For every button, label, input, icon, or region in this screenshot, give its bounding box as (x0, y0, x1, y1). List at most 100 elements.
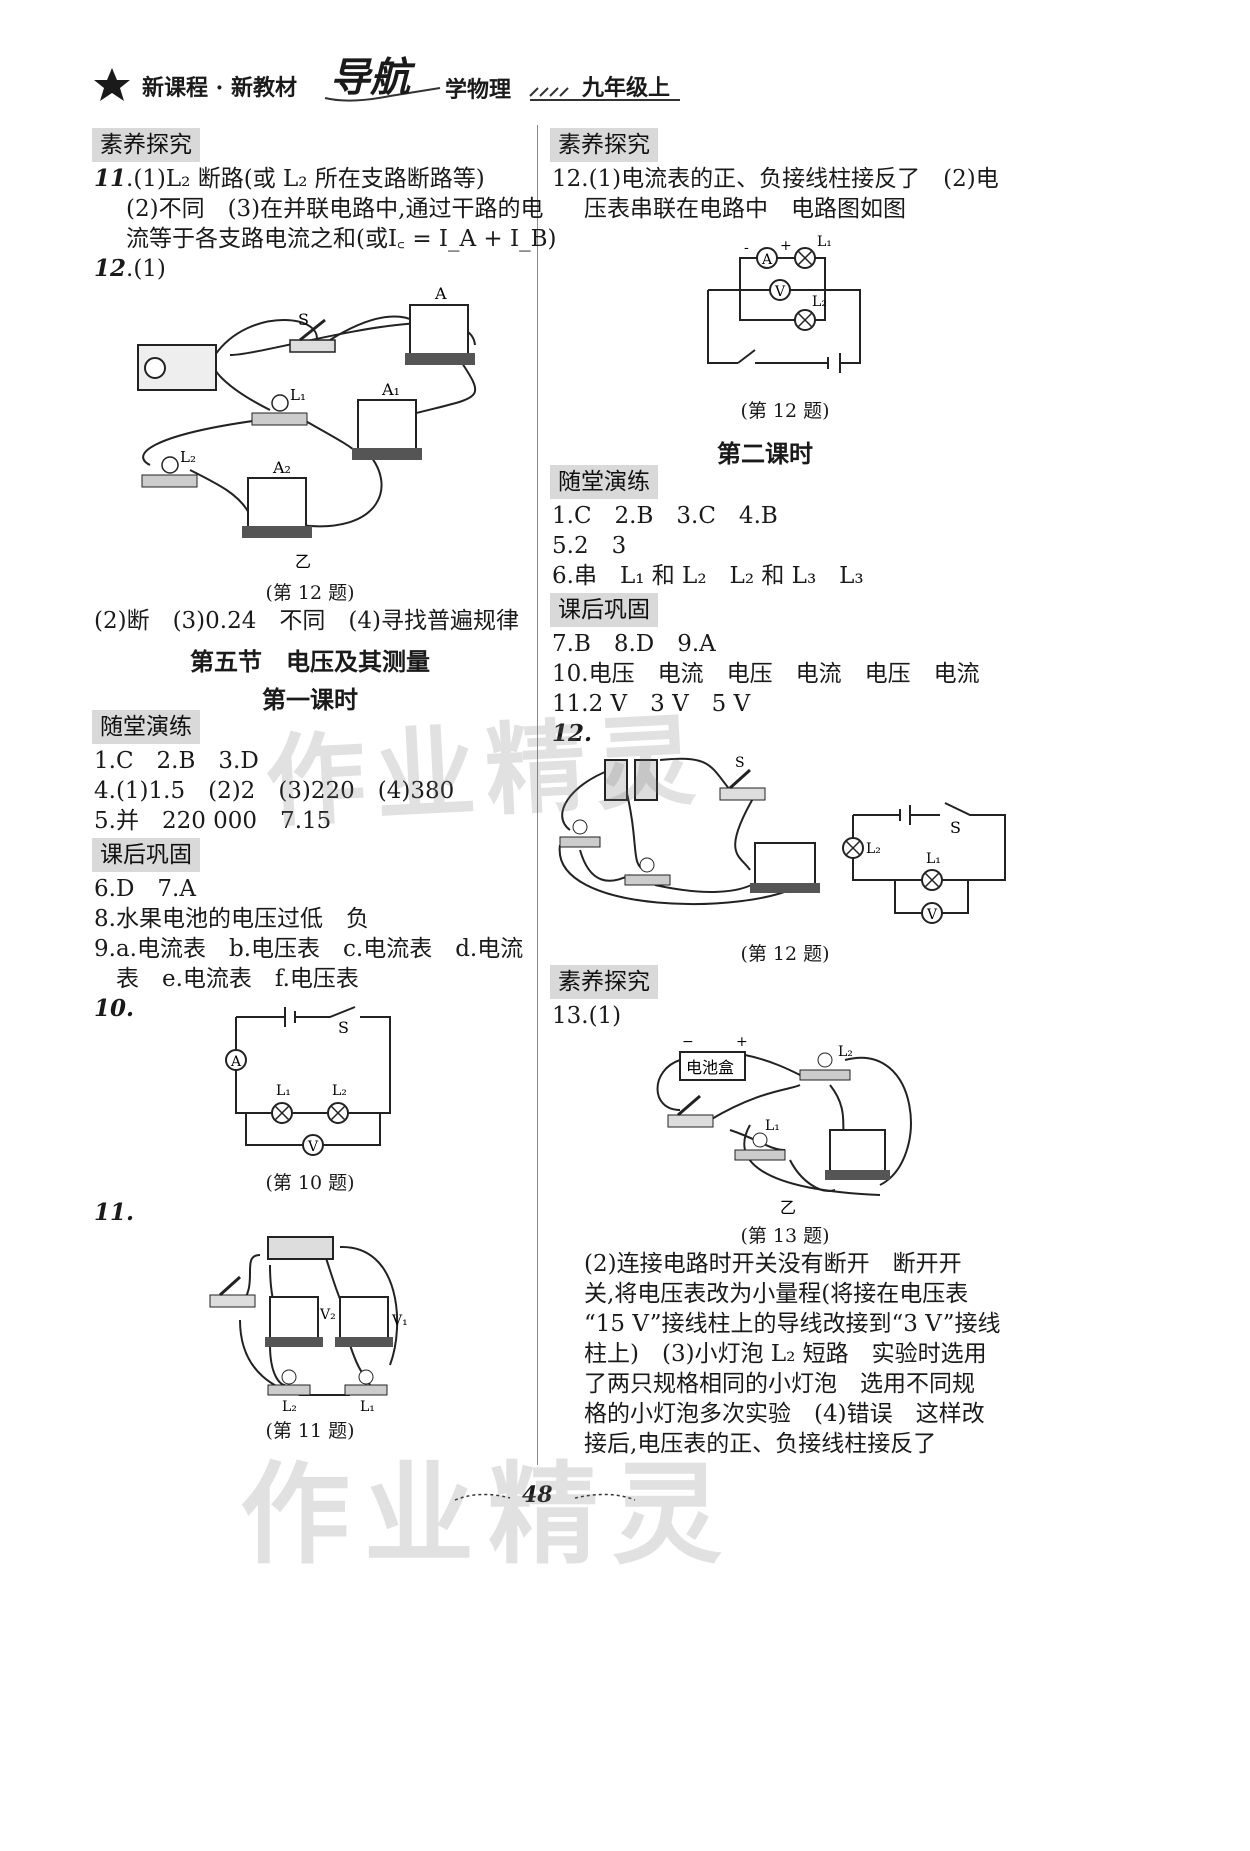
svg-text:L₂: L₂ (812, 294, 827, 310)
answer-13-line5: 了两只规格相同的小灯泡 选用不同规 (584, 1371, 975, 1397)
voltmeter (754, 842, 816, 886)
answer-8: 8.水果电池的电压过低 负 (94, 906, 369, 932)
section-label-suyang: 素养探究 (92, 128, 200, 162)
section-label-suitang: 随堂演练 (92, 710, 200, 744)
svg-text:电池盒: 电池盒 (686, 1058, 734, 1077)
header-logo: 导航 (330, 54, 410, 101)
header-grade: 九年级上 (582, 75, 671, 101)
lamp-L2 (267, 1384, 311, 1396)
svg-text:L₁: L₁ (360, 1399, 375, 1415)
voltmeter-V2 (269, 1296, 319, 1340)
svg-text:乙: 乙 (780, 1198, 796, 1217)
ammeter-A1 (357, 399, 417, 451)
answer-11-line1: 11.(1)L₂ 断路(或 L₂ 所在支路断路等) (94, 165, 485, 192)
answer-10: 10. (94, 995, 135, 1022)
page-number-decoration (454, 1493, 636, 1501)
svg-text:L₁: L₁ (926, 851, 941, 867)
answer-11-line3: 流等于各支路电流之和(或I꜀ = I_A + I_B) (126, 226, 557, 252)
figure-12-circuit-photo: S A L₁ A₁ L₂ A₂ 乙 (137, 285, 477, 571)
header-series: 新课程 · 新教材 (142, 75, 297, 101)
switch (209, 1294, 256, 1308)
battery-holder (267, 1236, 334, 1260)
figure-11-caption: (第 11 题) (265, 1420, 355, 1442)
lamp-L1 (251, 412, 308, 426)
svg-text:V₂: V₂ (319, 1307, 336, 1323)
answer-13-line3: “15 V”接线柱上的导线改接到“3 V”接线 (584, 1311, 1001, 1337)
answer-4: 4.(1)1.5 (2)2 (3)220 (4)380 (94, 778, 455, 804)
switch (289, 339, 336, 353)
answer-13-line7: 接后,电压表的正、负接线柱接反了 (584, 1431, 937, 1457)
star-icon (94, 68, 130, 101)
battery-1 (604, 759, 628, 801)
figure-10-circuit-diagram: A S L₁ L₂ V (225, 1006, 391, 1156)
svg-text:L₂: L₂ (332, 1083, 347, 1099)
svg-text:-: - (744, 240, 749, 256)
svg-text:+: + (736, 1034, 748, 1050)
battery-box (679, 1051, 746, 1081)
ammeter-A (409, 304, 469, 356)
answer-13-line2: 关,将电压表改为小量程(将接在电压表 (584, 1281, 969, 1307)
svg-text:L₁: L₁ (765, 1118, 780, 1134)
ammeter-symbol (225, 1049, 247, 1071)
svg-text:A: A (230, 1054, 242, 1070)
svg-text:S: S (950, 818, 961, 837)
answer-12-line1: 12.(1) (94, 255, 166, 282)
figure-12-right-caption: (第 12 题) (740, 400, 830, 422)
answer-13-right: 13.(1) (552, 1003, 622, 1029)
svg-text:A₁: A₁ (381, 380, 400, 399)
answers-1-4-right: 1.C 2.B 3.C 4.B (552, 503, 778, 529)
voltmeter-V1 (339, 1296, 389, 1340)
switch (719, 787, 766, 801)
svg-text:L₂: L₂ (866, 841, 881, 857)
section-label-kehou-right: 课后巩固 (550, 593, 658, 627)
svg-text:L₁: L₁ (290, 386, 306, 404)
answer-9-line2: 表 e.电流表 f.电压表 (116, 966, 359, 992)
voltmeter-symbol (921, 902, 943, 924)
svg-text:A: A (434, 285, 447, 303)
svg-text:L₂: L₂ (180, 448, 196, 466)
svg-text:S: S (338, 1018, 349, 1037)
figure-13-circuit-photo: 电池盒 − + L₂ L₁ 乙 (656, 1034, 912, 1217)
lamp-L1 (344, 1384, 388, 1396)
answer-12-rest: (2)断 (3)0.24 不同 (4)寻找普遍规律 (94, 608, 519, 634)
answer-9-line1: 9.a.电流表 b.电压表 c.电流表 d.电流 (94, 936, 524, 962)
figure-12-right-circuit-diagram: A L₁ V L₂ - + (707, 234, 861, 373)
answers-1-3: 1.C 2.B 3.D (94, 748, 259, 774)
ammeter-A2 (247, 477, 307, 529)
answer-11-line2: (2)不同 (3)在并联电路中,通过干路的电 (126, 196, 544, 222)
section-label-suyang-right-2: 素养探究 (550, 965, 658, 999)
svg-text:L₁: L₁ (817, 234, 832, 250)
svg-text:V₁: V₁ (391, 1313, 408, 1329)
svg-text:L₂: L₂ (282, 1399, 297, 1415)
section-label-kehou: 课后巩固 (92, 838, 200, 872)
switch (667, 1114, 714, 1128)
answers-6-7: 6.D 7.A (94, 876, 196, 902)
answer-13-line1: (2)连接电路时开关没有断开 断开开 (584, 1251, 962, 1277)
lamp-L2 (799, 1069, 851, 1081)
lamp-L2 (141, 474, 198, 488)
svg-text:V: V (926, 907, 938, 923)
watermark-2: 作业精灵 (240, 1451, 736, 1579)
lamp-L1 (624, 874, 671, 886)
lamp-L2 (559, 836, 601, 848)
figure-10-caption: (第 10 题) (265, 1172, 355, 1194)
svg-text:L₂: L₂ (838, 1044, 853, 1060)
svg-text:A: A (761, 252, 773, 268)
column-divider (537, 125, 538, 1465)
answer-5-right: 5.2 3 (552, 533, 627, 559)
answer-6-right: 6.串 L₁ 和 L₂ L₂ 和 L₃ L₃ (552, 563, 864, 589)
svg-text:乙: 乙 (295, 552, 311, 571)
ammeter-symbol (756, 247, 778, 269)
lesson-1-title: 第一课时 (262, 686, 358, 714)
figure-12b-circuit: S L₂ S L₁ V (558, 755, 1006, 924)
lesson-2-title: 第二课时 (717, 440, 813, 468)
header-banner (94, 68, 680, 102)
battery-2 (634, 759, 658, 801)
watermark-1: 作业精灵 (262, 701, 709, 842)
svg-text:+: + (780, 238, 792, 254)
page-number: 48 (522, 1482, 553, 1508)
answer-11b: 11. (94, 1199, 135, 1226)
lamp-L1 (734, 1149, 786, 1161)
figure-12-caption-left: (第 12 题) (265, 582, 355, 604)
answer-12b-right: 12. (552, 720, 593, 747)
